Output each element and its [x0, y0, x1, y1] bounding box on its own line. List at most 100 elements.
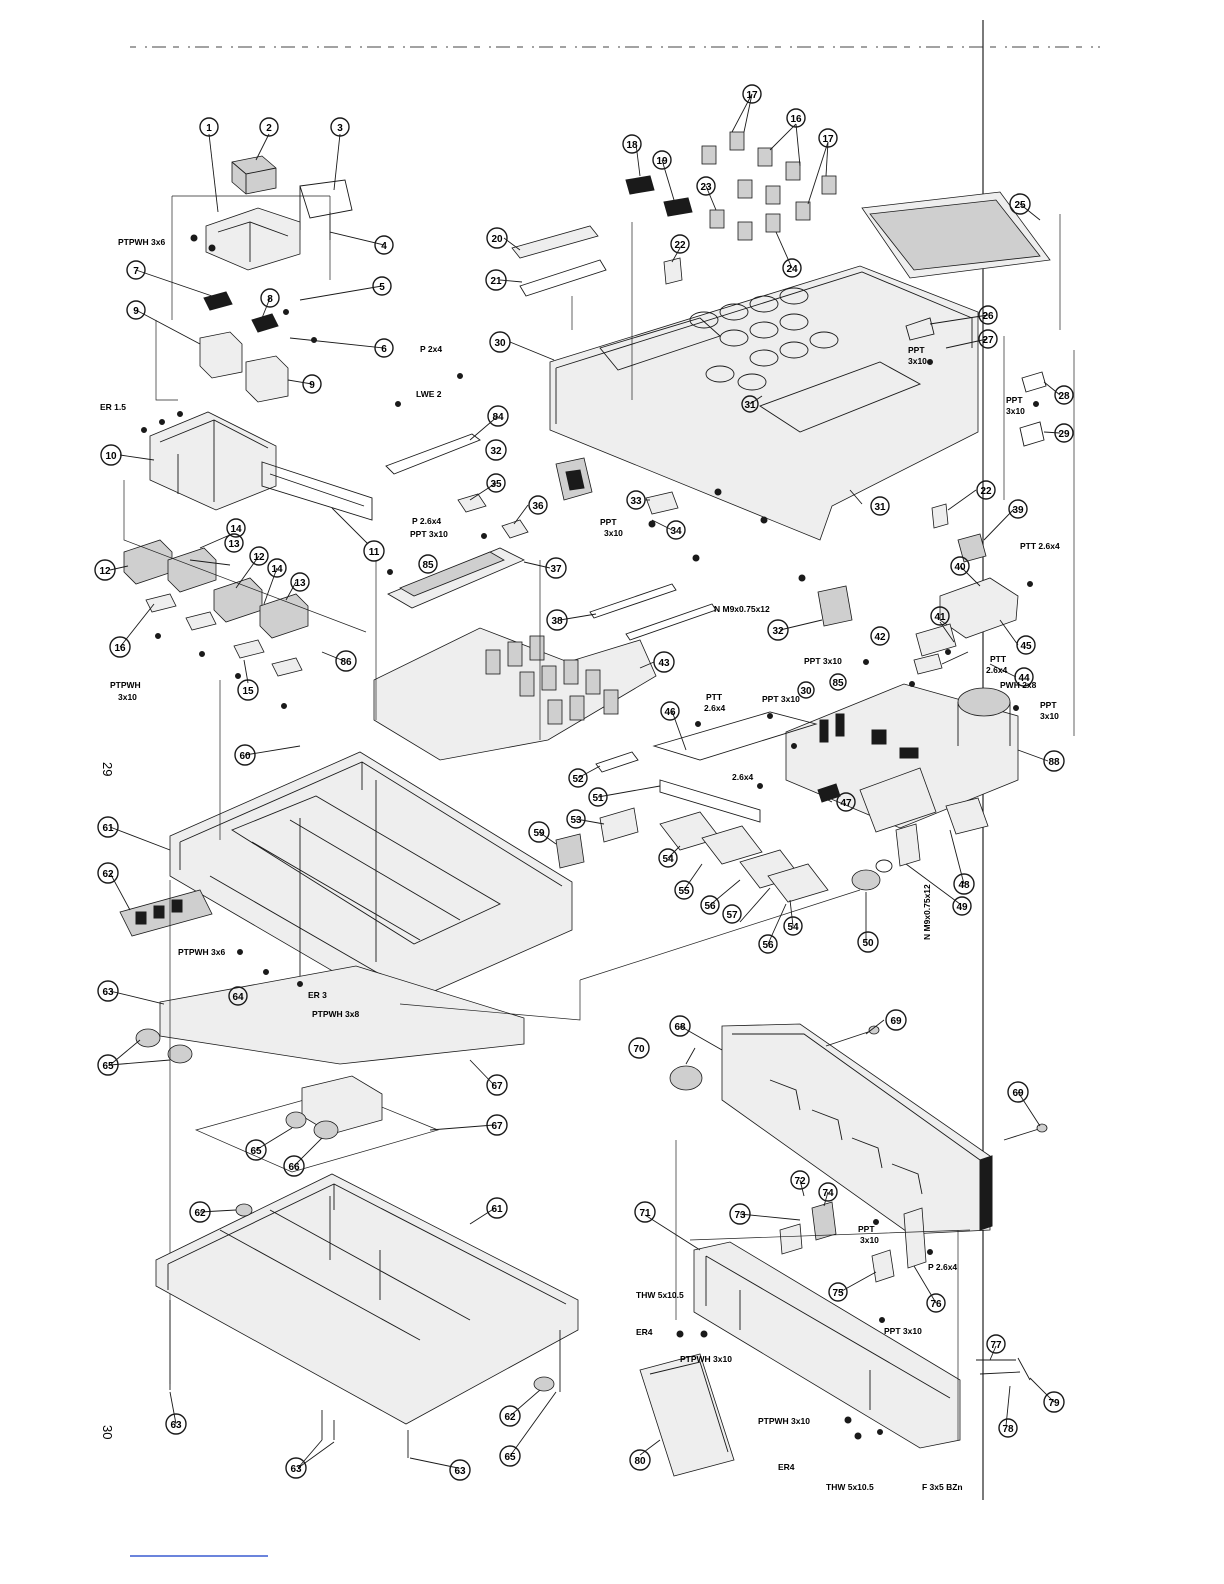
callout-label: 42 — [874, 632, 886, 643]
fastener-label: 2.6x4 — [704, 703, 726, 713]
callout-17a: 17 — [742, 84, 762, 104]
callout-43: 43 — [653, 651, 675, 673]
callout-76: 76 — [926, 1293, 946, 1313]
callout-label: 5 — [379, 282, 385, 293]
fastener-label: ER 3 — [308, 990, 327, 1000]
callout-68: 68 — [669, 1015, 691, 1037]
callout-label: 63 — [102, 987, 114, 998]
callout-label: 17 — [746, 90, 758, 101]
callout-label: 73 — [734, 1210, 746, 1221]
fastener-label: THW 5x10.5 — [636, 1290, 684, 1300]
callout-12b: 12 — [249, 546, 269, 566]
fastener-label: N M9x0.75x12 — [714, 604, 770, 614]
fastener-label: 2.6x4 — [732, 772, 754, 782]
callout-36: 36 — [528, 495, 548, 515]
callout-47: 47 — [836, 792, 856, 812]
callout-label: 56 — [704, 901, 716, 912]
callout-label: 79 — [1048, 1398, 1060, 1409]
callout-2: 2 — [259, 117, 279, 137]
callout-label: 84 — [492, 412, 504, 423]
callout-79: 79 — [1043, 1391, 1065, 1413]
callout-22b: 22 — [976, 480, 996, 500]
left-upper-assembly — [123, 155, 373, 677]
callout-label: 31 — [744, 400, 756, 411]
fastener-label: 3x10 — [118, 692, 137, 702]
callout-80: 80 — [629, 1449, 651, 1471]
fastener-label: PPT 3x10 — [884, 1326, 922, 1336]
callout-label: 8 — [267, 294, 273, 305]
callout-label: 61 — [102, 823, 114, 834]
callout-63b: 63 — [165, 1413, 187, 1435]
center-pcb-assembly — [373, 433, 657, 761]
callout-45: 45 — [1016, 635, 1036, 655]
fastener-label: PTPWH 3x8 — [312, 1009, 360, 1019]
callout-62b: 62 — [189, 1201, 211, 1223]
callout-49: 49 — [952, 896, 972, 916]
callout-label: 65 — [102, 1061, 114, 1072]
callout-40: 40 — [950, 556, 970, 576]
callout-label: 63 — [290, 1464, 302, 1475]
fastener-labels: PTPWH 3x6 ER 1.5 P 2x4 LWE 2 P 2.6x4 PPT… — [100, 237, 1060, 1492]
callout-label: 57 — [726, 910, 738, 921]
fastener-label: ER4 — [636, 1327, 653, 1337]
callout-label: 32 — [490, 446, 502, 457]
callout-69a: 69 — [885, 1009, 907, 1031]
fastener-label: 3x10 — [1040, 711, 1059, 721]
callout-label: 54 — [662, 854, 674, 865]
callout-label: 63 — [170, 1420, 182, 1431]
callout-62a: 62 — [97, 862, 119, 884]
page-number-lower: 30 — [100, 1425, 115, 1439]
callout-64: 64 — [228, 986, 248, 1006]
callout-70: 70 — [628, 1037, 650, 1059]
fastener-label: PTPWH 3x6 — [118, 237, 166, 247]
callout-label: 85 — [422, 560, 434, 571]
callout-37: 37 — [545, 557, 567, 579]
callout-33: 33 — [626, 490, 646, 510]
callout-71: 71 — [634, 1201, 656, 1223]
callout-label: 6 — [381, 344, 387, 355]
callout-label: 54 — [787, 922, 799, 933]
callout-13b: 13 — [290, 572, 310, 592]
fastener-label: PPT 3x10 — [804, 656, 842, 666]
fastener-label: 3x10 — [1006, 406, 1025, 416]
callout-22a: 22 — [670, 234, 690, 254]
callout-65a: 65 — [97, 1054, 119, 1076]
callout-3: 3 — [330, 117, 350, 137]
callout-label: 53 — [570, 815, 582, 826]
callout-38: 38 — [546, 609, 568, 631]
callout-13a: 13 — [224, 533, 244, 553]
callout-label: 14 — [230, 524, 242, 535]
fastener-label: 3x10 — [860, 1235, 879, 1245]
callout-6: 6 — [374, 338, 394, 358]
callout-label: 1 — [206, 123, 212, 134]
callout-label: 18 — [626, 140, 638, 151]
callout-65c: 65 — [499, 1445, 521, 1467]
callout-label: 19 — [656, 156, 668, 167]
callout-85b: 85 — [829, 673, 847, 691]
callout-label: 60 — [239, 751, 251, 762]
callout-46: 46 — [660, 701, 680, 721]
callout-label: 20 — [491, 234, 503, 245]
fastener-label: PWH 2x8 — [1000, 680, 1037, 690]
callout-label: 62 — [194, 1208, 206, 1219]
callout-label: 3 — [337, 123, 343, 134]
callout-41: 41 — [930, 606, 950, 626]
callout-35: 35 — [486, 473, 506, 493]
callout-label: 77 — [990, 1340, 1002, 1351]
callout-69b: 69 — [1007, 1081, 1029, 1103]
callout-label: 65 — [504, 1452, 516, 1463]
callout-10: 10 — [100, 444, 122, 466]
callout-label: 40 — [954, 562, 966, 573]
callout-label: 31 — [874, 502, 886, 513]
callout-62c: 62 — [499, 1405, 521, 1427]
callout-label: 44 — [1018, 673, 1030, 684]
fastener-label: PPT — [908, 345, 925, 355]
callout-19: 19 — [652, 150, 672, 170]
callout-52: 52 — [568, 768, 588, 788]
callout-42: 42 — [870, 626, 890, 646]
callout-78: 78 — [998, 1418, 1018, 1438]
callout-label: 39 — [1012, 505, 1024, 516]
callout-label: 7 — [133, 266, 139, 277]
callout-label: 22 — [674, 240, 686, 251]
